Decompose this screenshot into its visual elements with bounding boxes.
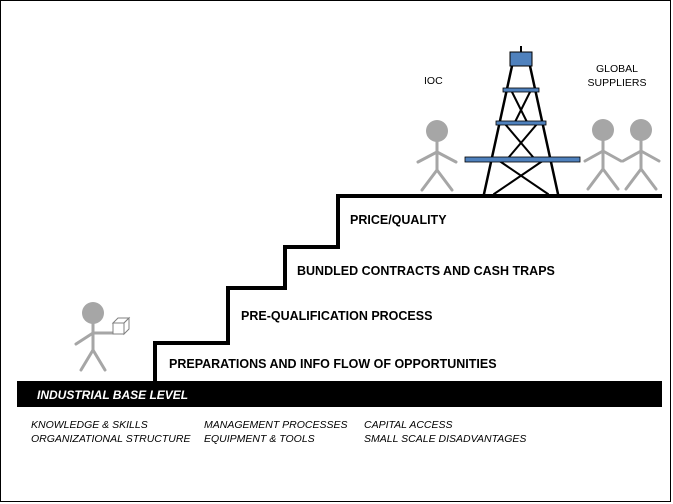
industrial-base-bar [17, 381, 662, 407]
step-label-price-quality: PRICE/QUALITY [350, 213, 447, 227]
staircase [17, 194, 662, 407]
tower-platform-top [502, 87, 540, 93]
step-label-bundled-contracts: BUNDLED CONTRACTS AND CASH TRAPS [297, 264, 555, 278]
staircase-steps [153, 194, 662, 381]
actor-label-global-line2: SUPPLIERS [588, 77, 647, 89]
factor-capital-access: CAPITAL ACCESS [364, 419, 453, 431]
factor-equipment-tools: EQUIPMENT & TOOLS [204, 433, 315, 445]
factor-small-scale-disadvantages: SMALL SCALE DISADVANTAGES [364, 433, 526, 445]
step-label-prequalification: PRE-QUALIFICATION PROCESS [241, 309, 432, 323]
global-supplier-figure-1 [583, 119, 623, 191]
factor-management-processes: MANAGEMENT PROCESSES [204, 419, 348, 431]
tower-platform-lower [464, 156, 581, 163]
base-level-label: INDUSTRIAL BASE LEVEL [37, 388, 188, 402]
oil-rig-tower [464, 46, 581, 196]
tower-platform-middle [495, 120, 547, 126]
box-icon [111, 316, 131, 336]
actor-label-ioc: IOC [424, 75, 443, 87]
step-label-preparations: PREPARATIONS AND INFO FLOW OF OPPORTUNIT… [169, 357, 497, 371]
tower-crown [509, 51, 533, 67]
local-supplier-figure [74, 302, 119, 372]
factor-knowledge-skills: KNOWLEDGE & SKILLS [31, 419, 148, 431]
global-supplier-figure-2 [621, 119, 661, 191]
actor-label-global-line1: GLOBAL [596, 63, 638, 75]
ioc-figure [416, 120, 458, 192]
factor-organizational-structure: ORGANIZATIONAL STRUCTURE [31, 433, 191, 445]
